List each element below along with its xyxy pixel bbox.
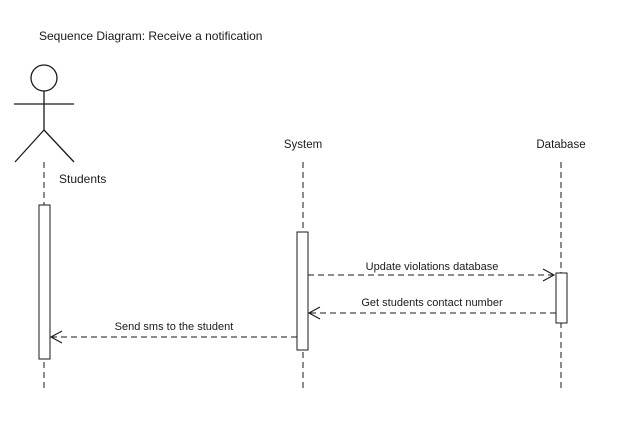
message-get-contact-number: Get students contact number	[307, 297, 556, 320]
actor-students: Students	[14, 64, 106, 186]
message-send-sms: Send sms to the student	[49, 321, 297, 344]
participant-label-system: System	[284, 139, 322, 151]
participant-label-database: Database	[536, 139, 585, 151]
activation-bar-system	[296, 231, 309, 351]
message-update-violations: Update violations database	[308, 261, 556, 282]
message-label: Get students contact number	[361, 297, 503, 309]
actor-head-icon	[30, 64, 58, 92]
message-label: Send sms to the student	[115, 321, 234, 333]
open-arrowhead-icon	[542, 268, 556, 282]
diagram-title: Sequence Diagram: Receive a notification	[39, 29, 263, 43]
actor-left-leg	[14, 129, 45, 163]
open-arrowhead-icon	[49, 330, 63, 344]
message-label: Update violations database	[366, 261, 499, 273]
actor-right-leg	[43, 129, 75, 163]
open-arrowhead-icon	[307, 306, 321, 320]
activation-bar-database	[555, 272, 568, 324]
activation-bar-students	[38, 204, 51, 360]
participant-label-students: Students	[59, 172, 106, 186]
